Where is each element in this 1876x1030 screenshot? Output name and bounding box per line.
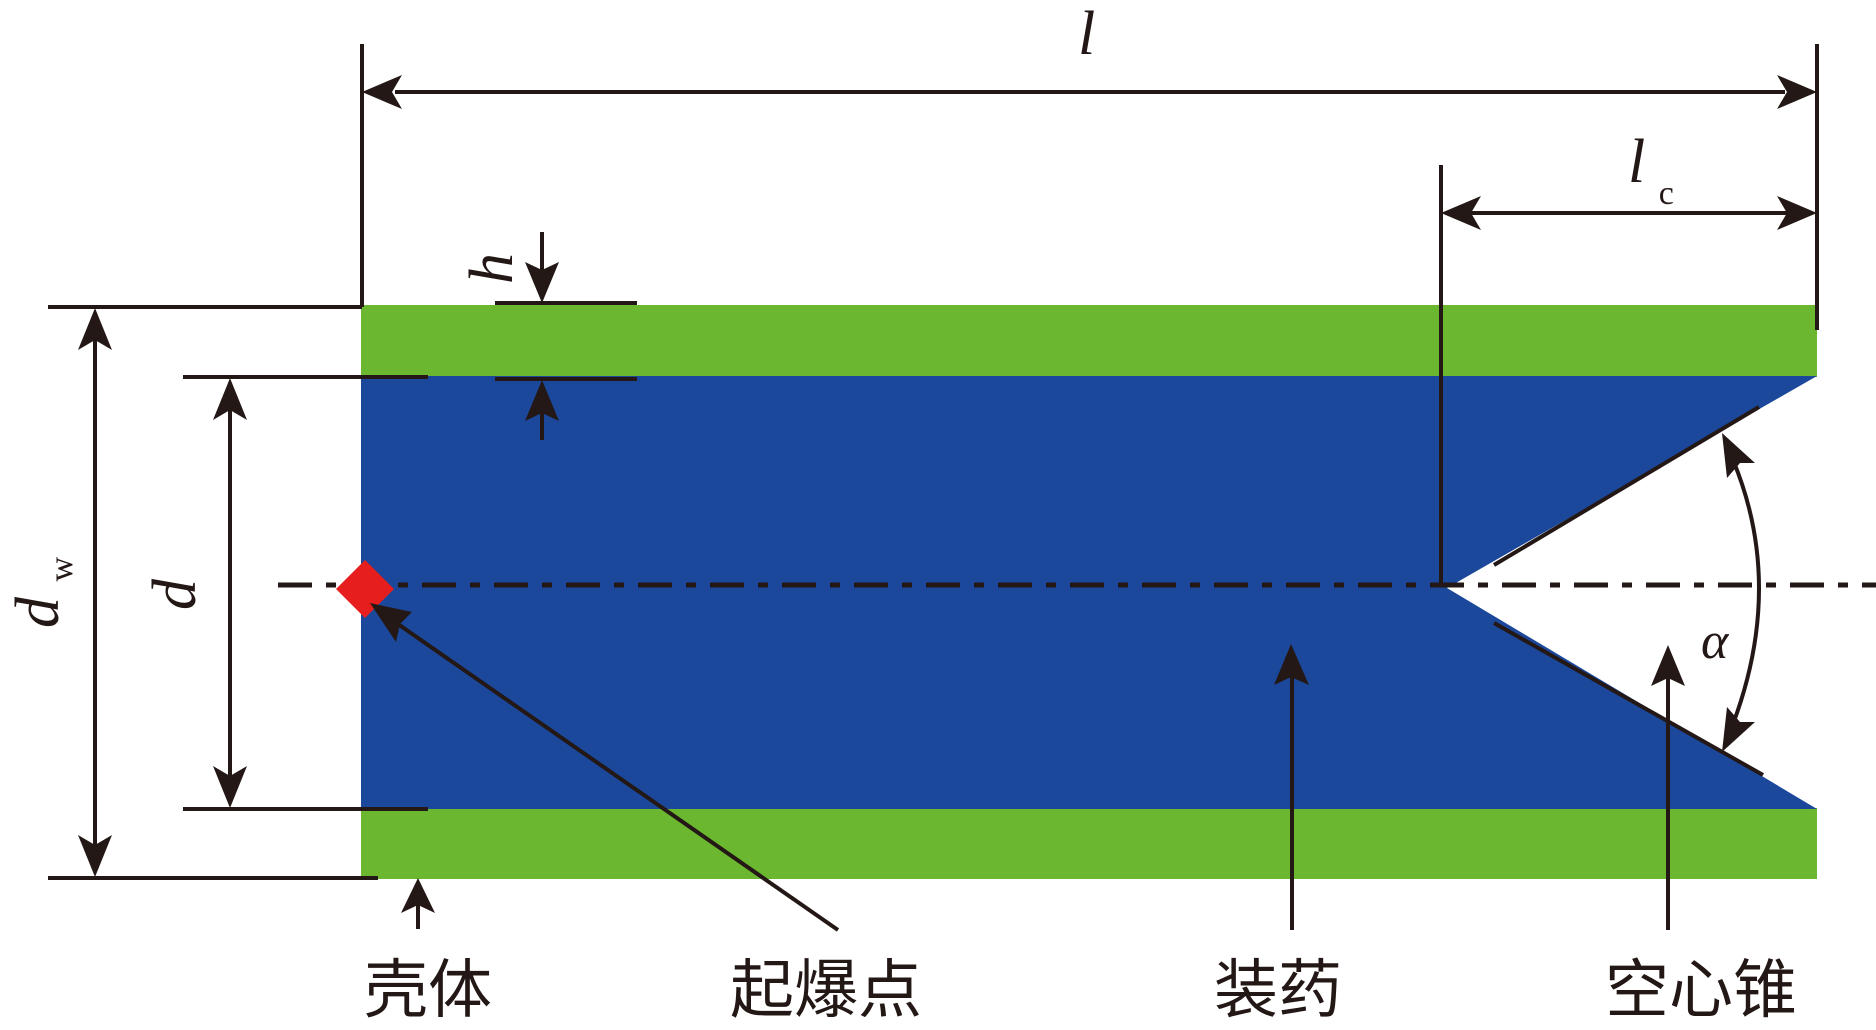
label-h: h xyxy=(458,253,526,284)
arrowhead-h-top xyxy=(525,262,559,303)
caption-detonation-point: 起爆点 xyxy=(730,954,922,1028)
label-dw-subscript: w xyxy=(43,557,80,582)
arrowhead-alpha-bottom xyxy=(1722,707,1755,752)
arrowhead-alpha-top xyxy=(1722,433,1755,478)
casing-top-band-right xyxy=(818,305,1817,377)
arrowhead-d-bottom xyxy=(213,766,247,808)
explosive-charge xyxy=(361,376,1817,809)
label-lc-subscript: c xyxy=(1659,175,1674,212)
arrowhead-casing xyxy=(401,878,435,913)
arrowhead-detonation-point xyxy=(370,603,412,642)
leader-detonation-point xyxy=(393,620,840,932)
arrowhead-charge xyxy=(1274,644,1309,685)
arrowhead-lc-left xyxy=(1441,196,1481,230)
caption-hollow-cone: 空心锥 xyxy=(1605,954,1797,1028)
arrowhead-dw-top xyxy=(78,308,112,350)
arrowhead-hollow-cone xyxy=(1651,645,1685,686)
label-dw: d w xyxy=(4,557,80,629)
caption-casing: 壳体 xyxy=(364,954,492,1028)
casing-bottom-band xyxy=(361,808,1817,879)
arrowhead-l-left xyxy=(362,75,402,109)
arrowhead-lc-right xyxy=(1777,196,1817,230)
label-alpha: α xyxy=(1701,613,1730,670)
arrowhead-l-right xyxy=(1777,75,1817,109)
cone-edge-bottom xyxy=(1493,621,1764,777)
caption-charge: 装药 xyxy=(1214,954,1342,1028)
arrowhead-dw-bottom xyxy=(78,835,112,877)
arrowhead-h-bottom xyxy=(525,380,559,421)
cone-edge-top xyxy=(1492,405,1761,567)
label-d: d xyxy=(141,578,209,610)
detonation-point-marker xyxy=(336,560,394,618)
angle-arc-alpha xyxy=(1731,459,1761,725)
label-l: l xyxy=(1078,0,1095,68)
label-lc: l c xyxy=(1628,128,1674,212)
arrowhead-d-top xyxy=(213,378,247,420)
label-dw-symbol: d xyxy=(4,596,72,628)
casing-top-band xyxy=(361,305,818,377)
label-lc-symbol: l xyxy=(1628,128,1645,196)
